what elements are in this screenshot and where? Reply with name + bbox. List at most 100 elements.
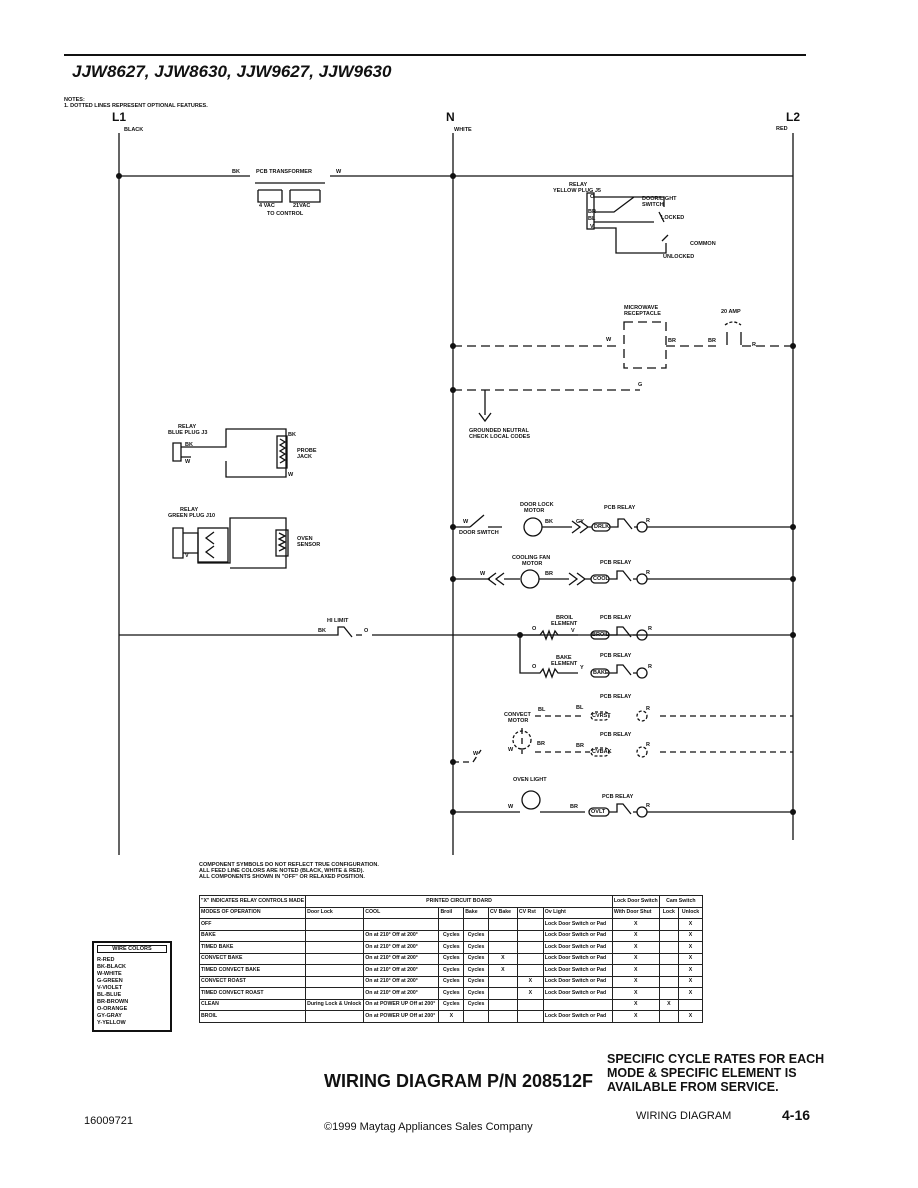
cell-shut: X	[611, 1010, 660, 1023]
cell-cunlock: X	[678, 1010, 703, 1023]
cell-lock	[305, 952, 365, 965]
table-header-pcb: PRINTED CIRCUIT BOARD	[305, 895, 613, 908]
cell-broil: Cycles	[438, 941, 465, 954]
doorlock-gy: GY	[576, 519, 584, 525]
cell-shut: X	[611, 952, 660, 965]
table-row: TIMED CONVECT BAKE On at 210° Off at 200°…	[198, 964, 703, 977]
j5-wire-v: V	[590, 224, 594, 230]
table-modes-label: MODES OF OPERATION	[198, 906, 307, 919]
l2-label: L2	[786, 110, 801, 124]
part-number: WIRING DIAGRAM P/N 208512F	[324, 1071, 594, 1091]
bake-o: O	[532, 664, 537, 670]
component-notes: COMPONENT SYMBOLS DO NOT REFLECT TRUE CO…	[199, 862, 379, 880]
legend-title: WIRE COLORS	[97, 945, 167, 953]
cell-mode: BROIL	[198, 1010, 307, 1023]
cell-cvrst	[516, 998, 544, 1011]
col-cvbake: CV Bake	[487, 906, 518, 919]
legend-item: V-VIOLET	[97, 985, 123, 991]
cell-lock	[305, 975, 365, 988]
n-label: N	[446, 110, 455, 124]
doorlock-r: R	[646, 518, 650, 524]
cell-clock	[658, 1010, 680, 1023]
j5-wire-br: BR	[588, 209, 596, 215]
rates-line: AVAILABLE FROM SERVICE.	[607, 1080, 779, 1094]
j10-title1: RELAY	[180, 507, 199, 513]
notes-item: 1. DOTTED LINES REPRESENT OPTIONAL FEATU…	[64, 103, 208, 109]
light-r: R	[646, 803, 650, 809]
cell-cunlock: X	[678, 952, 703, 965]
cell-cool: On at 210° Off at 200°	[363, 929, 440, 942]
cell-cunlock	[678, 998, 703, 1011]
cell-lock	[305, 1010, 365, 1023]
cycle-rates-note: SPECIFIC CYCLE RATES FOR EACH MODE & SPE…	[607, 1052, 824, 1094]
component-note: ALL FEED LINE COLORS ARE NOTED (BLACK, W…	[199, 868, 364, 874]
hilimit-label: HI LIMIT	[327, 618, 349, 624]
fan-relay: PCB RELAY	[600, 560, 632, 566]
cell-cool: On at 210° Off at 200°	[363, 952, 440, 965]
cell-lock	[305, 964, 365, 977]
hilimit-bk: BK	[318, 628, 326, 634]
l1-label: L1	[112, 110, 127, 124]
cell-light: Lock Door Switch or Pad	[542, 1010, 613, 1023]
table-header-left: "X" INDICATES RELAY CONTROLS MADE	[198, 895, 307, 908]
cell-cvbake	[487, 998, 518, 1011]
cell-broil: Cycles	[438, 929, 465, 942]
cell-clock	[658, 941, 680, 954]
rates-line: MODE & SPECIFIC ELEMENT IS	[607, 1066, 797, 1080]
convect-r2: R	[646, 742, 650, 748]
convect-relay2: PCB RELAY	[600, 732, 632, 738]
cell-cvrst	[516, 941, 544, 954]
cell-cool: On at POWER UP Off at 200°	[363, 998, 440, 1011]
notes-label: NOTES:	[64, 97, 85, 103]
transformer-label: PCB TRANSFORMER	[256, 169, 312, 175]
j5-locked: LOCKED	[661, 215, 685, 221]
cell-cunlock: X	[678, 929, 703, 942]
cell-mode: CONVECT ROAST	[198, 975, 307, 988]
cell-cool: On at POWER UP Off at 200°	[363, 1010, 440, 1023]
fan-label2: MOTOR	[522, 561, 543, 567]
notes: NOTES: 1. DOTTED LINES REPRESENT OPTIONA…	[64, 97, 208, 109]
doorlock-switch: DOOR SWITCH	[459, 530, 499, 536]
mw-label2: RECEPTACLE	[624, 311, 661, 317]
cell-clock	[658, 952, 680, 965]
cell-cool: On at 210° Off at 200°	[363, 987, 440, 1000]
light-code: OVLT	[591, 809, 606, 815]
broil-v: V	[571, 628, 575, 634]
copyright: ©1999 Maytag Appliances Sales Company	[324, 1121, 533, 1133]
j3-bk: BK	[185, 442, 193, 448]
j3-title1: RELAY	[178, 424, 197, 430]
n-color: WHITE	[454, 127, 472, 133]
convect-w2: W	[473, 751, 479, 757]
cell-shut: X	[611, 998, 660, 1011]
cell-broil: Cycles	[438, 964, 465, 977]
cell-cool: On at 210° Off at 200°	[363, 964, 440, 977]
cell-shut: X	[611, 964, 660, 977]
cell-mode: OFF	[198, 918, 307, 931]
cell-cvbake: X	[487, 964, 518, 977]
transformer-w: W	[336, 169, 342, 175]
mw-label1: MICROWAVE	[624, 305, 659, 311]
doorlock-label2: MOTOR	[524, 508, 545, 514]
cell-cvbake: X	[487, 952, 518, 965]
cell-shut: X	[611, 987, 660, 1000]
convect-bl: BL	[538, 707, 546, 713]
cell-light: Lock Door Switch or Pad	[542, 918, 613, 931]
component-note: ALL COMPONENTS SHOWN IN "OFF" OR RELAXED…	[199, 874, 365, 880]
cell-clock	[658, 987, 680, 1000]
cell-broil: Cycles	[438, 952, 465, 965]
cell-cunlock: X	[678, 975, 703, 988]
header-rule	[64, 54, 806, 56]
cell-cvrst	[516, 964, 544, 977]
bake-relay: PCB RELAY	[600, 653, 632, 659]
page-title: JJW8627, JJW8630, JJW9627, JJW9630	[72, 62, 392, 81]
legend-item: Y-YELLOW	[97, 1020, 126, 1026]
cell-mode: TIMED CONVECT BAKE	[198, 964, 307, 977]
transformer-4vac: 4 VAC	[259, 203, 275, 209]
fan-code: COOL	[593, 576, 609, 582]
cell-bake: Cycles	[463, 998, 489, 1011]
